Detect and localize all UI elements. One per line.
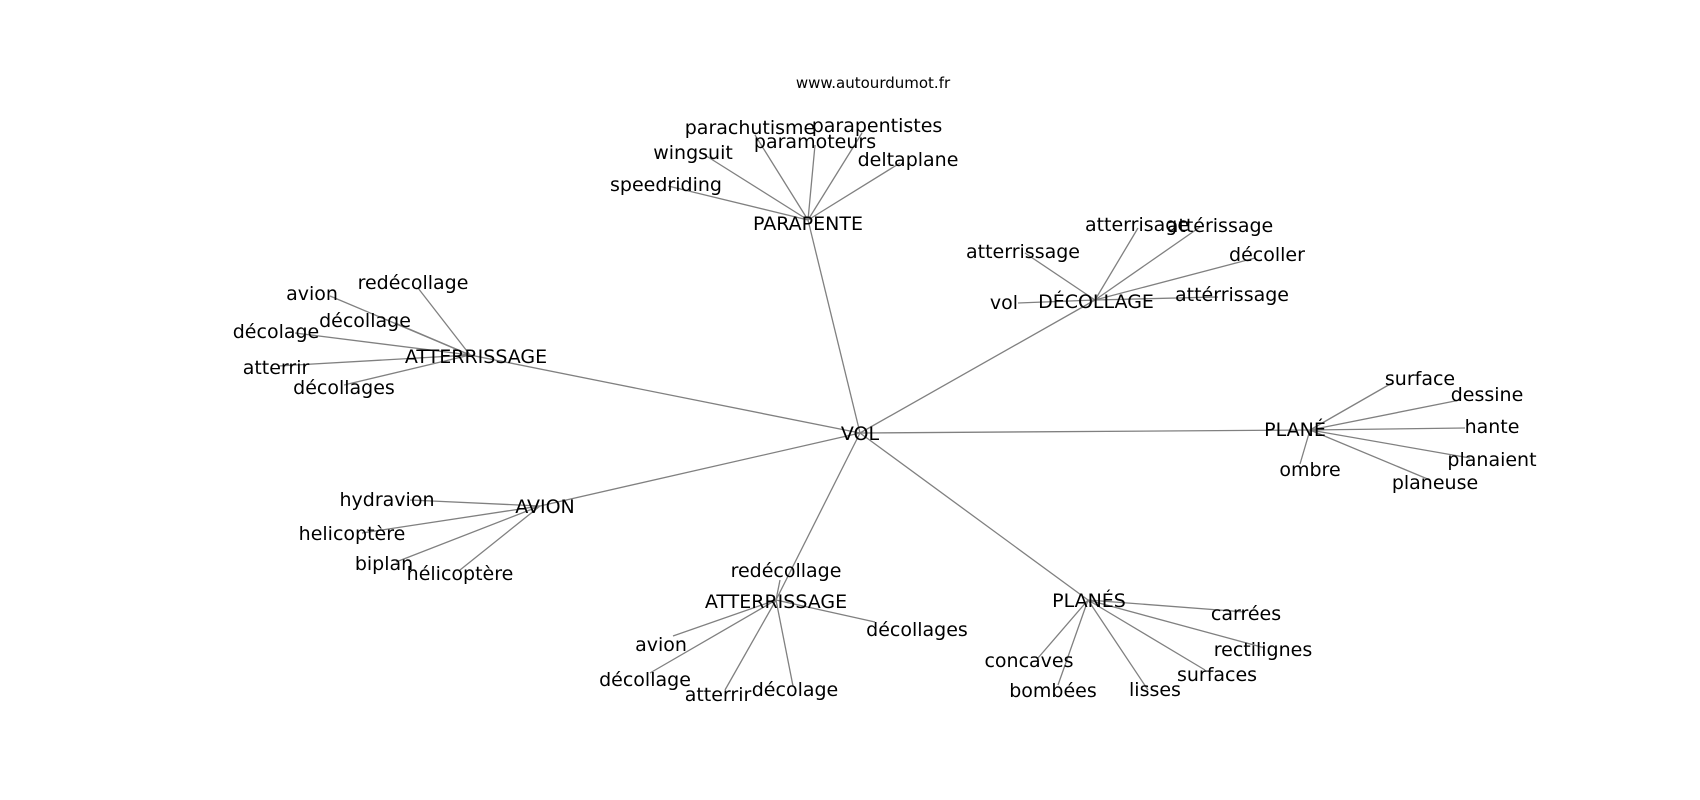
edge-hub-to-leaf — [667, 185, 809, 221]
leaf-node-label: décoller — [1229, 244, 1305, 266]
leaf-node-label: avion — [286, 283, 338, 305]
edge-hub-to-leaf — [807, 144, 816, 221]
leaf-node-label: deltaplane — [858, 149, 959, 171]
leaf-node-label: dessine — [1451, 384, 1524, 406]
leaf-node-label: hydravion — [340, 489, 435, 511]
edge-hub-to-leaf — [343, 354, 471, 386]
leaf-node-label: speedriding — [610, 174, 722, 196]
edge-hub-to-leaf — [394, 322, 471, 356]
edge-hub-to-leaf — [807, 132, 863, 221]
edge-hub-to-leaf — [1017, 299, 1096, 304]
edge-hub-to-leaf — [1087, 599, 1149, 691]
edge-hub-to-leaf — [724, 599, 777, 691]
leaf-node-label: décollages — [293, 377, 395, 399]
edge-hub-to-leaf — [1087, 599, 1206, 671]
leaf-node-label: décollage — [319, 310, 411, 332]
leaf-node-label: rectilignes — [1214, 639, 1313, 661]
leaf-node-label: atterrir — [685, 684, 752, 706]
leaf-node-label: planeuse — [1392, 472, 1478, 494]
edge-hub-to-leaf — [672, 599, 777, 637]
edge-hub-to-leaf — [649, 599, 777, 674]
edge-hub-to-leaf — [775, 579, 781, 601]
hub-node-label: DÉCOLLAGE — [1038, 290, 1154, 313]
hub-node-label: PLANÉ — [1264, 418, 1326, 441]
edge-hub-to-leaf — [1309, 429, 1471, 459]
leaf-node-label: lisses — [1129, 679, 1181, 701]
edge-hub-to-leaf — [1087, 599, 1246, 613]
leaf-node-label: carrées — [1211, 603, 1281, 625]
leaf-node-label: atterrir — [243, 357, 310, 379]
leaf-node-label: parachutisme — [685, 117, 816, 139]
hub-node-label: PARAPENTE — [753, 213, 863, 235]
edge-center-to-hub — [859, 432, 1089, 601]
edge-hub-to-leaf — [1087, 599, 1266, 649]
edge-hub-to-leaf — [1024, 252, 1096, 301]
leaf-node-label: décollage — [599, 669, 691, 691]
edge-center-to-hub — [775, 432, 861, 601]
leaf-node-label: concaves — [984, 650, 1073, 672]
edge-hub-to-leaf — [409, 499, 541, 507]
edge-hub-to-leaf — [1309, 429, 1431, 481]
graph-edges — [277, 132, 1471, 691]
leaf-node-label: hélicoptère — [407, 563, 514, 585]
leaf-node-label: planaient — [1447, 449, 1536, 471]
edge-hub-to-leaf — [1309, 382, 1393, 431]
hub-node-label: PLANÉS — [1052, 589, 1126, 612]
leaf-node-label: surface — [1385, 368, 1455, 390]
leaf-node-label: vol — [990, 292, 1018, 314]
edge-hub-to-leaf — [1094, 226, 1201, 301]
edge-hub-to-leaf — [1094, 296, 1219, 301]
edge-center-to-hub — [469, 354, 861, 434]
edge-hub-to-leaf — [1094, 257, 1256, 301]
leaf-node-label: attérissage — [1167, 215, 1274, 237]
edge-center-to-hub — [539, 432, 861, 507]
hub-node-label: ATTERRISSAGE — [705, 591, 847, 613]
hub-node-label: ATTERRISSAGE — [405, 346, 547, 368]
edge-hub-to-leaf — [1094, 227, 1139, 301]
edge-hub-to-leaf — [699, 151, 809, 221]
leaf-node-label: parapentistes — [812, 115, 943, 137]
edge-hub-to-leaf — [1037, 599, 1089, 659]
source-watermark: www.autourdumot.fr — [796, 74, 951, 92]
leaf-node-label: bombées — [1009, 680, 1097, 702]
center-node-label: VOL — [841, 423, 880, 445]
leaf-node-label: hante — [1465, 416, 1520, 438]
leaf-node-label: wingsuit — [653, 142, 733, 164]
edge-hub-to-leaf — [395, 505, 541, 563]
edge-hub-to-leaf — [754, 134, 809, 221]
edge-hub-to-leaf — [1057, 599, 1089, 686]
leaf-node-label: atterrisage — [1085, 214, 1189, 236]
leaf-node-label: redécollage — [731, 560, 842, 582]
leaf-node-label: décolage — [233, 321, 320, 343]
edge-hub-to-leaf — [1309, 399, 1461, 431]
edge-center-to-hub — [807, 219, 861, 434]
leaf-node-label: décollages — [866, 619, 968, 641]
edge-hub-to-leaf — [277, 354, 471, 367]
leaf-node-label: décolage — [752, 679, 839, 701]
edge-hub-to-leaf — [459, 505, 541, 571]
leaf-node-label: redécollage — [358, 272, 469, 294]
leaf-node-label: attérrissage — [1175, 284, 1289, 306]
leaf-node-label: atterrissage — [966, 241, 1080, 263]
edge-hub-to-leaf — [775, 599, 794, 687]
edge-hub-to-leaf — [1309, 427, 1466, 431]
edge-hub-to-leaf — [417, 287, 471, 356]
leaf-node-label: avion — [635, 634, 687, 656]
edge-hub-to-leaf — [807, 162, 901, 221]
edge-center-to-hub — [859, 429, 1311, 434]
leaf-node-label: biplan — [355, 553, 413, 575]
edge-center-to-hub — [859, 299, 1096, 434]
leaf-node-label: helicoptère — [299, 523, 406, 545]
edge-hub-to-leaf — [294, 332, 471, 356]
leaf-node-label: ombre — [1279, 459, 1340, 481]
hub-node-label: AVION — [515, 496, 575, 518]
edge-hub-to-leaf — [1299, 429, 1311, 465]
edge-hub-to-leaf — [775, 599, 876, 623]
leaf-node-label: paramoteurs — [754, 131, 876, 153]
leaf-node-label: surfaces — [1177, 664, 1257, 686]
edge-hub-to-leaf — [361, 505, 541, 534]
